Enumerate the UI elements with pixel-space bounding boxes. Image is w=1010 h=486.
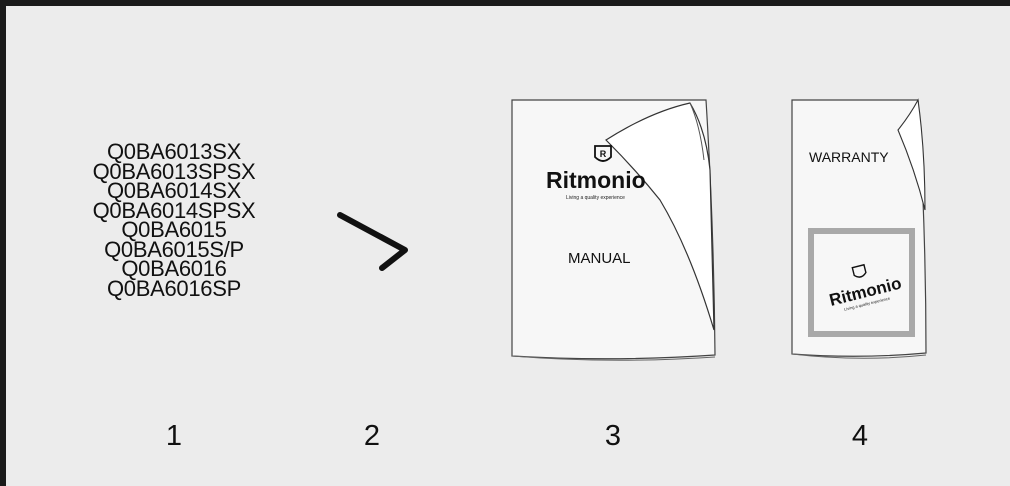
manual-tagline: Living a quality experience — [566, 195, 625, 201]
ritmonio-shield-logo — [851, 263, 867, 278]
warranty-booklet: WARRANTY Ritmonio Living a quality exper… — [791, 98, 927, 359]
warranty-label: WARRANTY — [809, 149, 889, 165]
product-code-list: Q0BA6013SX Q0BA6013SPSX Q0BA6014SX Q0BA6… — [60, 139, 288, 301]
step-number-4: 4 — [851, 420, 869, 452]
product-code: Q0BA6014SPSX — [92, 197, 256, 223]
ritmonio-shield-logo: R — [594, 145, 612, 162]
step-number-2: 2 — [363, 420, 381, 452]
chevron-right-icon — [337, 212, 408, 271]
manual-label: MANUAL — [568, 250, 631, 267]
step-number-1: 1 — [165, 420, 183, 452]
product-code: Q0BA6013SX — [107, 139, 241, 164]
manual-booklet: R Ritmonio Living a quality experience M… — [511, 99, 716, 361]
warranty-stamp — [808, 228, 915, 337]
product-code: Q0BA6016SP — [107, 275, 241, 301]
product-code: Q0BA6014SX — [107, 178, 241, 203]
svg-text:R: R — [600, 149, 607, 159]
step-number-3: 3 — [604, 420, 622, 452]
manual-brand: Ritmonio — [546, 167, 646, 193]
product-code: Q0BA6013SPSX — [92, 158, 256, 184]
product-code: Q0BA6016 — [121, 256, 227, 281]
product-code: Q0BA6015 — [121, 217, 227, 242]
product-code: Q0BA6015S/P — [104, 236, 244, 262]
